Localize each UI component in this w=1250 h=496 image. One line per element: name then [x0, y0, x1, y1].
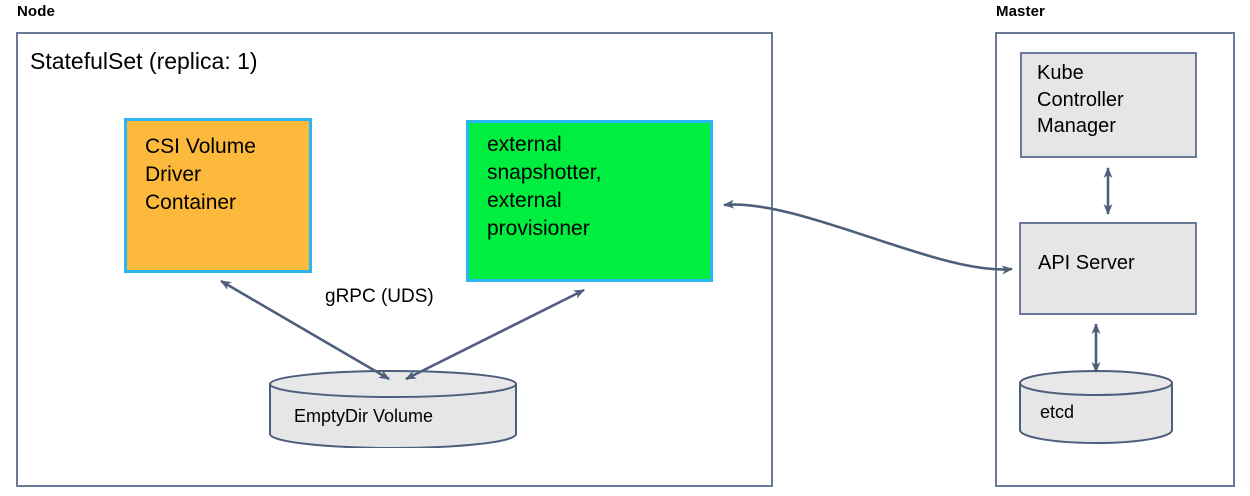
box-external-sidecars-label: external snapshotter, external provision…: [487, 133, 602, 240]
box-kube-controller-manager-label: Kube Controller Manager: [1037, 62, 1124, 138]
group-label-master: Master: [996, 3, 1045, 20]
box-kube-controller-manager[interactable]: Kube Controller Manager: [1020, 52, 1197, 158]
cylinder-emptydir-volume[interactable]: EmptyDir Volume: [268, 370, 518, 449]
box-csi-volume-driver-container-label: CSI Volume Driver Container: [145, 135, 256, 214]
edge-label-grpc-uds: gRPC (UDS): [322, 286, 437, 308]
box-external-sidecars[interactable]: external snapshotter, external provision…: [466, 120, 713, 282]
group-label-node: Node: [17, 3, 55, 20]
box-api-server[interactable]: API Server: [1019, 222, 1197, 315]
cylinder-etcd-label: etcd: [1040, 402, 1075, 422]
box-api-server-label: API Server: [1038, 252, 1135, 274]
cylinder-emptydir-volume-label: EmptyDir Volume: [294, 406, 434, 426]
statefulset-caption: StatefulSet (replica: 1): [30, 48, 258, 74]
cylinder-etcd[interactable]: etcd: [1018, 370, 1174, 444]
box-csi-volume-driver-container[interactable]: CSI Volume Driver Container: [124, 118, 312, 273]
